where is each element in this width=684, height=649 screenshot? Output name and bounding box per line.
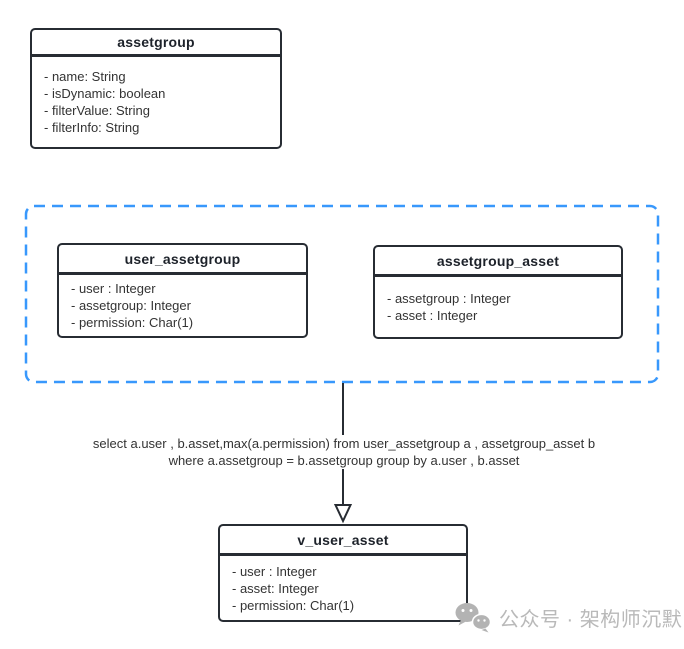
sql-line-2: where a.assetgroup = b.assetgroup group … — [168, 453, 520, 468]
class-body-user-assetgroup: - user : Integer - assetgroup: Integer -… — [59, 275, 306, 336]
wechat-icon — [455, 603, 492, 633]
class-field: - user : Integer — [71, 281, 156, 296]
class-field: - permission: Char(1) — [71, 315, 194, 330]
class-box-user-assetgroup: user_assetgroup - user : Integer - asset… — [57, 243, 308, 338]
class-field: - permission: Char(1) — [232, 597, 355, 613]
class-field: - asset: Integer — [232, 580, 319, 596]
class-box-assetgroup: assetgroup - name: String - isDynamic: b… — [30, 28, 282, 149]
sql-line-1: select a.user , b.asset,max(a.permission… — [92, 436, 596, 451]
class-field: - user : Integer — [232, 563, 317, 579]
class-field: - isDynamic: boolean — [44, 86, 166, 101]
class-title-assetgroup-asset: assetgroup_asset — [375, 247, 621, 277]
group-dashed-border — [24, 204, 660, 384]
class-field: - assetgroup : Integer — [387, 291, 511, 306]
class-title-v-user-asset: v_user_asset — [220, 526, 466, 556]
sql-annotation: select a.user , b.asset,max(a.permission… — [38, 435, 650, 469]
class-field: - filterValue: String — [44, 103, 150, 118]
class-body-assetgroup-asset: - assetgroup : Integer - asset : Integer — [375, 277, 621, 337]
class-title-assetgroup: assetgroup — [32, 30, 280, 57]
class-body-assetgroup: - name: String - isDynamic: boolean - fi… — [32, 57, 280, 147]
class-box-v-user-asset: v_user_asset - user : Integer - asset: I… — [218, 524, 468, 622]
class-field: - filterInfo: String — [44, 120, 140, 135]
watermark: 公众号 · 架构师沉默 — [454, 601, 682, 633]
class-field: - name: String — [44, 69, 126, 84]
class-box-assetgroup-asset: assetgroup_asset - assetgroup : Integer … — [373, 245, 623, 339]
class-field: - assetgroup: Integer — [71, 298, 191, 313]
class-field: - asset : Integer — [387, 308, 478, 323]
class-title-user-assetgroup: user_assetgroup — [59, 245, 306, 275]
class-body-v-user-asset: - user : Integer - asset: Integer - perm… — [220, 556, 466, 620]
watermark-text: 公众号 · 架构师沉默 — [499, 608, 683, 631]
arrow-head — [333, 504, 353, 524]
